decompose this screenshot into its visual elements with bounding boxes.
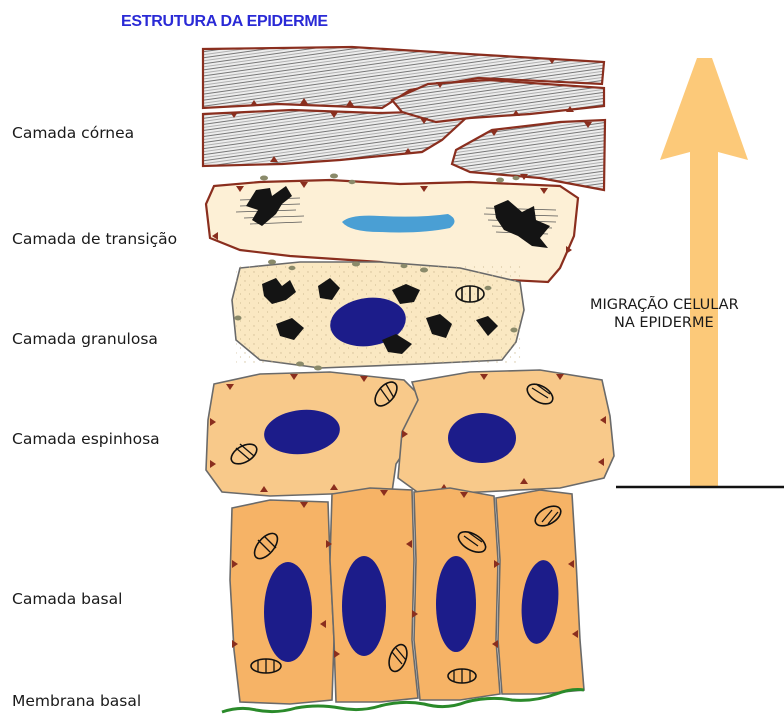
diagram-title: ESTRUTURA DA EPIDERME — [121, 13, 328, 31]
migration-label: MIGRAÇÃO CELULAR NA EPIDERME — [590, 296, 784, 332]
migration-label-line2: NA EPIDERME — [590, 314, 784, 332]
basal-nucleus-1 — [264, 562, 312, 662]
label-camada-transicao: Camada de transição — [12, 230, 177, 248]
label-membrana-basal: Membrana basal — [12, 692, 141, 710]
label-camada-basal: Camada basal — [12, 590, 122, 608]
label-camada-cornea: Camada córnea — [12, 124, 134, 142]
label-camada-granulosa: Camada granulosa — [12, 330, 158, 348]
stratum-corneum — [203, 47, 605, 190]
basal-nucleus-2 — [342, 556, 386, 656]
migration-label-line1: MIGRAÇÃO CELULAR — [590, 296, 784, 314]
granular-cell — [232, 260, 524, 371]
label-camada-espinhosa: Camada espinhosa — [12, 430, 160, 448]
spinous-cells — [206, 370, 614, 496]
basal-nucleus-3 — [436, 556, 476, 652]
transition-nucleus — [342, 214, 455, 233]
spinous-nucleus-right — [448, 413, 516, 463]
basal-cells — [230, 488, 584, 704]
migration-arrow — [660, 58, 748, 486]
